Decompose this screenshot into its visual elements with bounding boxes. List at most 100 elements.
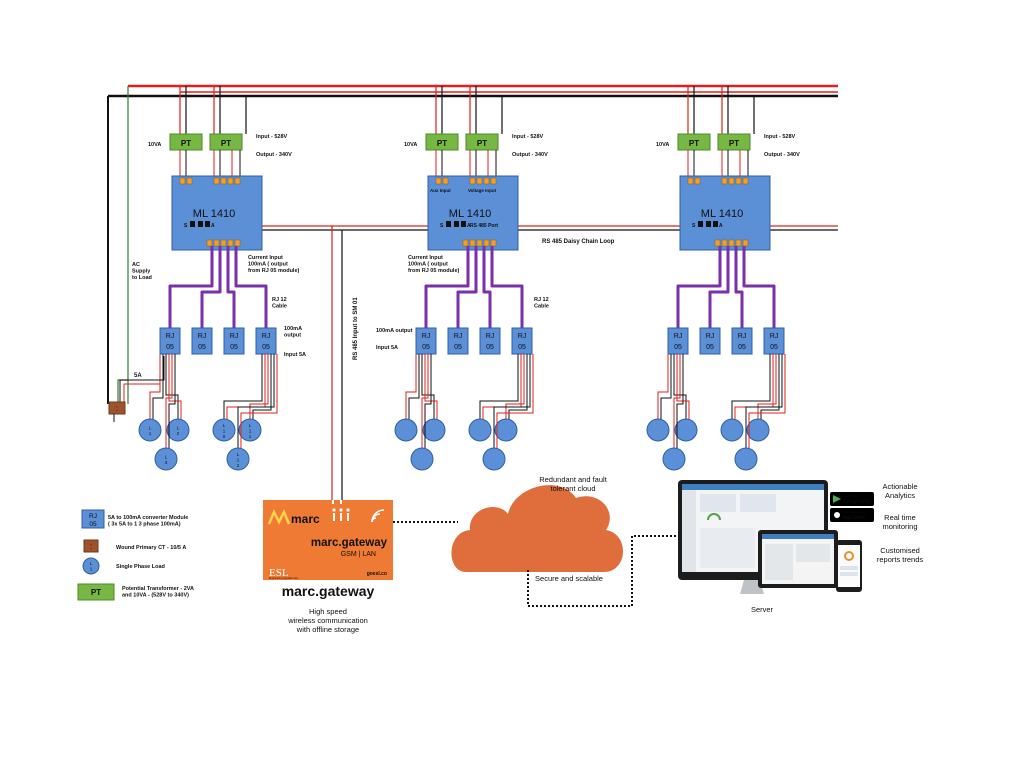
input-5a-label: Input 5A	[284, 352, 306, 358]
load-wire	[508, 354, 528, 419]
rj05-module	[511, 327, 533, 355]
rj-number: 05	[422, 344, 430, 351]
load-wire	[223, 354, 263, 419]
pt-label-left: PT	[181, 139, 191, 148]
google-play-label: Google play	[844, 499, 871, 505]
rj05-module	[479, 327, 501, 355]
meter-bottom-terminal	[213, 239, 220, 247]
meter-top-terminal	[721, 177, 728, 185]
server-caption: Server	[751, 605, 774, 614]
app-store-badge[interactable]	[830, 508, 874, 522]
single-phase-load	[720, 418, 744, 442]
single-phase-load	[394, 418, 418, 442]
load-wire	[149, 354, 161, 419]
single-phase-load	[154, 447, 178, 471]
google-play-badge[interactable]	[830, 492, 874, 506]
rj12-cable	[482, 246, 492, 330]
rj05-module	[415, 327, 437, 355]
cloud-bottom-text: Secure and scalable	[535, 574, 603, 583]
rj12-cable	[708, 246, 730, 330]
rj12-cable	[456, 246, 478, 330]
rj-label: RJ	[770, 333, 779, 340]
single-phase-load	[746, 418, 770, 442]
meter-top-terminal	[220, 177, 227, 185]
rj-label: RJ	[422, 333, 431, 340]
load-wire	[165, 354, 173, 448]
rj-label: RJ	[230, 333, 239, 340]
meter-bottom-terminal	[714, 239, 721, 247]
single-phase-load	[734, 447, 758, 471]
load-wire	[760, 354, 780, 419]
rj-label: RJ	[706, 333, 715, 340]
pt-box-right	[717, 133, 751, 151]
single-phase-load	[422, 418, 446, 442]
ct-black-line	[119, 356, 165, 404]
rj-label: RJ	[518, 333, 527, 340]
rj-number: 05	[706, 344, 714, 351]
load-wire	[676, 354, 684, 448]
single-phase-load	[212, 418, 236, 442]
meter-bottom-terminal	[490, 239, 497, 247]
pt-box-right	[465, 133, 499, 151]
wifi-icon	[371, 509, 385, 523]
legend-ct-dots: :	[90, 542, 92, 551]
pin-a-label: A	[467, 223, 471, 229]
rj-number: 05	[738, 344, 746, 351]
load-wire	[731, 354, 771, 419]
meter-top-terminal	[179, 177, 186, 185]
load-wire	[496, 354, 534, 448]
single-phase-load	[494, 418, 518, 442]
voltage-input-label: Voltage Input	[468, 188, 497, 193]
meter-bottom-terminal	[483, 239, 490, 247]
legend-ct-symbol	[83, 539, 99, 553]
label-daisy-chain: RS 485 Daisy Chain Loop	[542, 239, 615, 245]
link-cloud-server	[527, 535, 692, 607]
load-wire	[152, 354, 164, 419]
tablet-map	[765, 544, 793, 580]
rs485-port-label: RS 485 Port	[470, 223, 498, 229]
rj-label: RJ	[486, 333, 495, 340]
rj05-module	[447, 327, 469, 355]
rj05-module	[667, 327, 689, 355]
rj-number: 05	[454, 344, 462, 351]
phone-row-2	[840, 572, 858, 576]
pt-label-right: PT	[729, 139, 739, 148]
rj-number: 05	[230, 344, 238, 351]
rj05-module	[191, 327, 213, 355]
rs485-pin	[446, 221, 451, 227]
load-wire	[226, 354, 266, 419]
output-100ma-label: 100mA output	[376, 328, 413, 334]
rj-label: RJ	[674, 333, 683, 340]
meter-top-terminal	[469, 177, 476, 185]
phone-chart-icon	[844, 551, 854, 561]
rs485-pin	[698, 221, 703, 227]
meter-bottom-terminal	[234, 239, 241, 247]
rj-label: RJ	[198, 333, 207, 340]
single-phase-load	[662, 447, 686, 471]
load-wire	[249, 354, 269, 419]
legend-pt-symbol	[77, 583, 115, 601]
legend-load-text: Single Phase Load	[116, 564, 165, 570]
load-wire	[660, 354, 672, 419]
gateway-device: marc marc.gateway GSM | LAN ESL Engineer…	[263, 500, 393, 634]
legend-pt-label: PT	[91, 588, 101, 597]
rj05-module	[223, 327, 245, 355]
tablet-header	[762, 534, 834, 539]
rj-number: 05	[770, 344, 778, 351]
load-wire	[757, 354, 777, 419]
single-phase-load	[238, 418, 262, 442]
gateway-product: marc.gateway	[311, 537, 388, 549]
gateway-maker: ESL	[269, 567, 289, 579]
